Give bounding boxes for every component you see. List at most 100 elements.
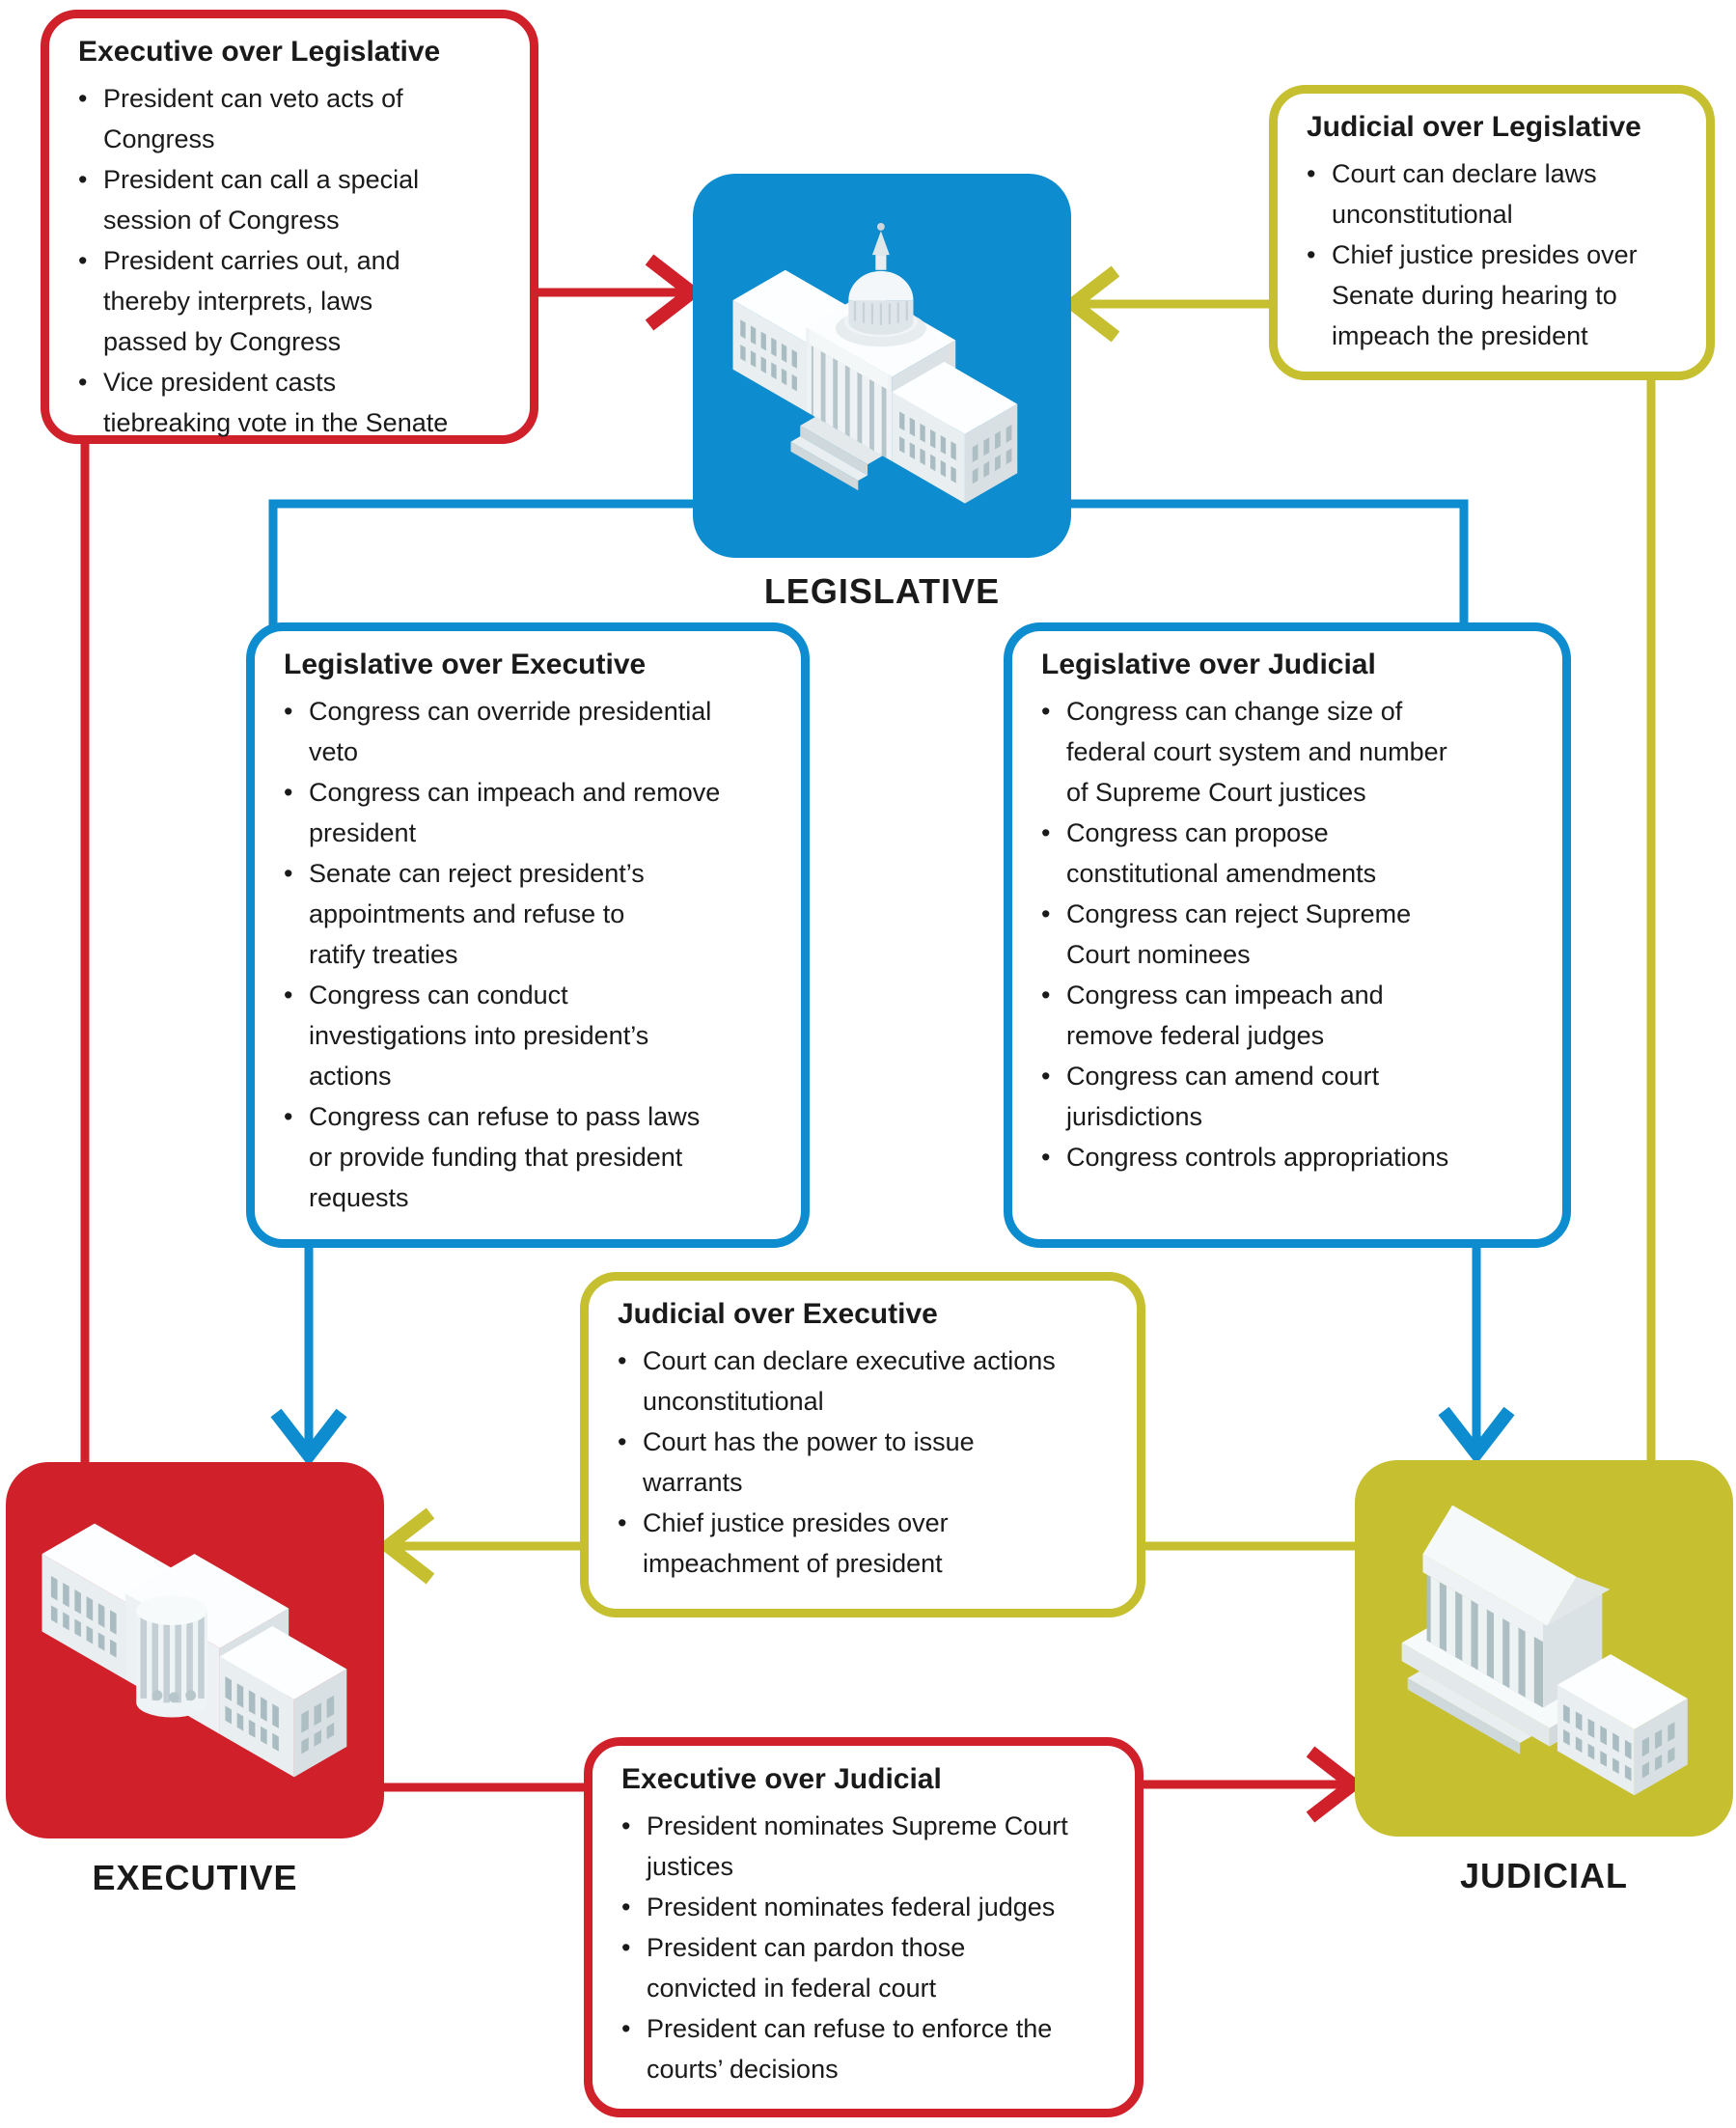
bullet-item: • Congress controls appropriations (1041, 1137, 1539, 1177)
arrow-judicial-to-legislative-head (1061, 265, 1120, 343)
bullet-text: President can pardon those convicted in … (647, 1933, 966, 2003)
bullet-marker: • (621, 1893, 631, 1921)
bullet-item: • President can call a special session of… (78, 159, 507, 240)
bullet-text: President can refuse to enforce the cour… (647, 2014, 1053, 2084)
legislative-label: LEGISLATIVE (763, 571, 1001, 611)
bullet-item: • Court has the power to issue warrants (618, 1422, 1114, 1503)
bullet-item: • Vice president casts tiebreaking vote i… (78, 362, 507, 443)
bullet-marker: • (618, 1427, 627, 1456)
panel-title: Executive over Legislative (78, 36, 441, 68)
bullet-item: • President can veto acts of Congress (78, 78, 507, 159)
bullet-item: • President carries out, and thereby inte… (78, 240, 507, 362)
bullet-marker: • (78, 368, 88, 397)
supreme-court-icon (1401, 1505, 1688, 1796)
arrow-legislative-to-executive-head (270, 1408, 347, 1467)
bullet-text: Congress controls appropriations (1066, 1143, 1449, 1172)
bullet-item: • Chief justice presides over Senate duri… (1307, 235, 1683, 356)
bullet-text: Congress can propose constitutional amen… (1066, 818, 1377, 888)
bullet-item: • Chief justice presides over impeachment… (618, 1503, 1114, 1584)
bullet-text: Court can declare executive actions unco… (643, 1346, 1056, 1416)
bullet-marker: • (78, 246, 88, 275)
bullet-marker: • (621, 1933, 631, 1962)
bullet-item: • President nominates federal judges (621, 1887, 1112, 1927)
bullet-text: Chief justice presides over Senate durin… (1332, 240, 1638, 350)
bullet-item: • President can refuse to enforce the cou… (621, 2008, 1112, 2089)
panel-legislative-over-judicial: Legislative over Judicial •Congress can … (1004, 622, 1571, 1248)
bullet-text: President nominates federal judges (647, 1893, 1056, 1921)
executive-node (6, 1462, 384, 1838)
bullet-marker: • (1041, 697, 1051, 726)
bullet-text: Congress can conduct investigations into… (309, 981, 649, 1091)
bullet-marker: • (78, 84, 88, 113)
bullet-marker: • (284, 1102, 293, 1131)
bullet-marker: • (1307, 240, 1316, 269)
capitol-building-icon (732, 223, 1018, 504)
bullet-text: Congress can refuse to pass laws or prov… (309, 1102, 701, 1212)
arrow-judicial-to-executive-head (376, 1507, 435, 1585)
bullet-marker: • (284, 697, 293, 726)
bullet-item: • Congress can refuse to pass laws or pro… (284, 1096, 778, 1218)
panel-judicial-over-legislative: Judicial over Legislative • Court can dec… (1269, 85, 1715, 380)
bullet-marker: • (1041, 1143, 1051, 1172)
legislative-node (693, 174, 1071, 558)
bullet-text: Court has the power to issue warrants (643, 1427, 975, 1497)
bullet-marker: • (1041, 1062, 1051, 1091)
panel-title: Legislative over Executive (284, 649, 647, 680)
red-connectors (80, 254, 1364, 1823)
bullet-marker: • (621, 2014, 631, 2043)
bullet-item: • Court can declare laws unconstitutional (1307, 153, 1683, 235)
bullet-text: Congress can change size of federal cour… (1066, 697, 1447, 807)
arrow-executive-to-judicial-head (1306, 1746, 1364, 1823)
bullet-text: Chief justice presides over impeachment … (643, 1508, 949, 1578)
panel-title: Legislative over Judicial (1041, 649, 1376, 680)
panel-judicial-over-executive: Judicial over Executive • Court can decla… (580, 1272, 1145, 1617)
yellow-connectors (376, 265, 1656, 1585)
bullet-item: • Congress can propose constitutional ame… (1041, 813, 1539, 894)
panel-title: Judicial over Executive (618, 1298, 938, 1330)
bullet-text: Vice president casts tiebreaking vote in… (103, 368, 449, 437)
arrow-legislative-to-judicial-head (1438, 1406, 1515, 1465)
bullet-marker: • (1041, 899, 1051, 928)
panel-executive-over-judicial: Executive over Judicial • President nomin… (584, 1737, 1144, 2117)
arrow-executive-to-legislative-head (645, 254, 703, 331)
bullet-text: President can veto acts of Congress (103, 84, 403, 153)
bullet-text: Congress can reject Supreme Court nomine… (1066, 899, 1412, 969)
panel-legislative-over-executive: Legislative over Executive • Congress can… (246, 622, 810, 1248)
executive-label: EXECUTIVE (92, 1858, 298, 1897)
bullet-item: • Congress can reject Supreme Court nomin… (1041, 894, 1539, 975)
bullet-marker: • (618, 1346, 627, 1375)
panel-executive-over-legislative: Executive over Legislative • President ca… (41, 10, 538, 444)
bullet-text: Senate can reject president’s appointmen… (309, 859, 645, 969)
bullet-item: • Senate can reject president’s appointme… (284, 853, 778, 975)
bullet-marker: • (78, 165, 88, 194)
bullet-item: • Congress can override presidential veto (284, 691, 778, 772)
bullet-item: • Congress can conduct investigations int… (284, 975, 778, 1096)
bullet-text: Congress can impeach and remove federal … (1066, 981, 1384, 1050)
bullet-marker: • (284, 778, 293, 807)
bullet-text: Congress can impeach and remove presiden… (309, 778, 721, 847)
bullet-text: Court can declare laws unconstitutional (1332, 159, 1597, 229)
panel-title: Executive over Judicial (621, 1763, 942, 1795)
bullet-marker: • (1041, 981, 1051, 1009)
bullet-item: • Congress can change size of federal cou… (1041, 691, 1539, 813)
bullet-text: President carries out, and thereby inter… (103, 246, 400, 356)
bullet-marker: • (284, 859, 293, 888)
bullet-text: President nominates Supreme Court justic… (647, 1811, 1068, 1881)
bullet-text: Congress can override presidential veto (309, 697, 712, 766)
bullet-marker: • (621, 1811, 631, 1840)
bullet-marker: • (618, 1508, 627, 1537)
bullet-item: • Congress can impeach and remove federal… (1041, 975, 1539, 1056)
bullet-marker: • (1307, 159, 1316, 188)
judicial-node (1355, 1460, 1733, 1837)
bullet-marker: • (284, 981, 293, 1009)
white-house-icon (41, 1523, 347, 1778)
bullet-item: • President can pardon those convicted in… (621, 1927, 1112, 2008)
bullet-marker: • (1041, 818, 1051, 847)
bullet-item: • Congress can impeach and remove preside… (284, 772, 778, 853)
judicial-label: JUDICIAL (1459, 1856, 1628, 1895)
bullet-item: • President nominates Supreme Court justi… (621, 1806, 1112, 1887)
bullet-text: President can call a special session of … (103, 165, 420, 235)
bullet-item: •Congress can amend court jurisdictions (1041, 1056, 1539, 1137)
panel-title: Judicial over Legislative (1307, 111, 1641, 143)
